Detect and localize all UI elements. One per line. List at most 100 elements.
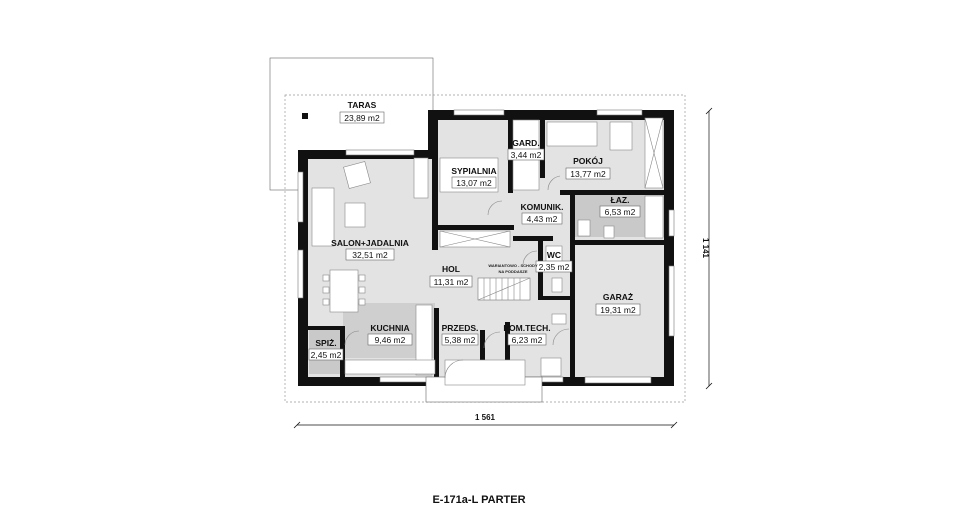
wall-bedroom-south: [432, 225, 514, 230]
entry-door-swing: [444, 359, 464, 379]
fireplace: [413, 157, 429, 199]
desk: [546, 121, 598, 147]
kitchen-counter: [415, 304, 433, 376]
wall-pantry-north: [305, 326, 342, 330]
window-salon-north: [345, 149, 415, 156]
wall-komunik-south: [513, 236, 553, 241]
svg-text:3,44 m2: 3,44 m2: [511, 150, 542, 160]
svg-text:PRZEDS.: PRZEDS.: [442, 323, 479, 333]
wall-east: [664, 110, 674, 386]
door-swing: [487, 200, 503, 216]
dining-chair: [322, 286, 330, 294]
window-garage: [668, 265, 675, 337]
svg-text:ŁAZ.: ŁAZ.: [611, 195, 630, 205]
tech-boiler: [540, 357, 562, 377]
door-swing: [547, 175, 561, 191]
dining-chair: [322, 274, 330, 282]
bath-toilet: [577, 219, 591, 237]
svg-text:5,38 m2: 5,38 m2: [445, 335, 476, 345]
dining-chair: [358, 274, 366, 282]
svg-text:TARAS: TARAS: [348, 100, 377, 110]
wardrobe-cross: [439, 230, 511, 248]
svg-text:2,35 m2: 2,35 m2: [539, 262, 570, 272]
window-kitchen-south: [379, 376, 433, 383]
wall-salon-bedroom: [432, 158, 438, 250]
svg-text:SYPIALNIA: SYPIALNIA: [451, 166, 496, 176]
stair-note-line2: NA PODDASZE: [499, 269, 528, 274]
window-salon-west: [297, 171, 304, 223]
dining-chair: [358, 286, 366, 294]
wall-bath-south: [570, 240, 666, 245]
room-przeds: PRZEDS. 5,38 m2: [442, 323, 479, 346]
kitchen-counter-south: [344, 359, 436, 375]
stairs: [477, 277, 531, 301]
bath-sink: [603, 225, 615, 239]
room-gard: GARD. 3,44 m2: [507, 138, 545, 161]
dimension-height: 1 141: [701, 107, 713, 390]
sofa: [311, 187, 335, 247]
svg-text:6,53 m2: 6,53 m2: [605, 207, 636, 217]
svg-text:11,31 m2: 11,31 m2: [434, 277, 469, 287]
wall-bedroom-west: [428, 110, 438, 158]
room-kuchnia: KUCHNIA 9,46 m2: [367, 323, 413, 346]
garage-door: [584, 376, 652, 384]
room-hol: HOL 11,31 m2: [429, 264, 473, 288]
roof-outline: [284, 94, 686, 403]
wall-garage-west: [570, 195, 575, 385]
room-sypialnia: SYPIALNIA 13,07 m2: [451, 166, 497, 189]
dimension-width-label: 1 561: [475, 413, 496, 422]
svg-text:KOMUNIK.: KOMUNIK.: [521, 202, 564, 212]
svg-text:9,46 m2: 9,46 m2: [375, 335, 406, 345]
entrance-porch: [444, 359, 526, 386]
room-spiz: SPIŻ. 2,45 m2: [308, 338, 344, 361]
room-garaz: GARAŻ 19,31 m2: [595, 292, 641, 316]
wc-toilet: [551, 277, 563, 293]
svg-text:SALON+JADALNIA: SALON+JADALNIA: [331, 238, 409, 248]
dining-table: [329, 269, 359, 313]
wall-tech-west: [505, 322, 510, 378]
wall-pokoj-south: [560, 190, 666, 195]
wall-przeds-west: [434, 308, 439, 378]
window-sypialnia: [453, 109, 505, 116]
room-salon-jadalnia: SALON+JADALNIA 32,51 m2: [331, 238, 409, 261]
svg-text:6,23 m2: 6,23 m2: [512, 335, 543, 345]
room-pokoj: POKÓJ 13,77 m2: [565, 155, 611, 180]
coffee-table: [344, 202, 366, 228]
svg-text:GARAŻ: GARAŻ: [603, 292, 633, 302]
wall-przeds-east: [480, 330, 485, 378]
svg-text:19,31 m2: 19,31 m2: [600, 305, 636, 315]
door-swing: [522, 250, 538, 266]
terrace-column: [302, 113, 308, 119]
svg-text:13,07 m2: 13,07 m2: [456, 178, 492, 188]
window-dining-west: [297, 249, 304, 299]
room-wc: WC 2,35 m2: [535, 250, 573, 273]
room-laz: ŁAZ. 6,53 m2: [599, 195, 641, 218]
svg-text:HOL: HOL: [442, 264, 460, 274]
bathtub: [644, 195, 664, 239]
stair-note-line1: WARIANTOWO - SCHODY: [488, 263, 538, 268]
tech-unit: [551, 313, 567, 325]
svg-text:SPIŻ.: SPIŻ.: [315, 338, 336, 348]
wall-north-bedrooms: [428, 110, 674, 120]
svg-text:4,43 m2: 4,43 m2: [527, 214, 558, 224]
dining-chair: [322, 298, 330, 306]
dimension-height-label: 1 141: [701, 238, 710, 259]
pokoj-chair: [609, 121, 633, 151]
door-swing: [483, 331, 501, 349]
wall-gard-east: [540, 118, 545, 178]
svg-text:2,45 m2: 2,45 m2: [311, 350, 342, 360]
dining-chair: [358, 298, 366, 306]
svg-text:23,89 m2: 23,89 m2: [344, 113, 380, 123]
svg-text:13,77 m2: 13,77 m2: [570, 169, 606, 179]
plan-caption: E-171a-L PARTER: [432, 494, 525, 506]
svg-text:POM.TECH.: POM.TECH.: [503, 323, 550, 333]
window-pokoj: [596, 109, 643, 116]
dimension-width: 1 561: [293, 413, 678, 429]
wall-wc-south: [538, 296, 572, 300]
room-komunik: KOMUNIK. 4,43 m2: [521, 202, 564, 225]
window-bath: [668, 209, 675, 237]
room-taras: TARAS 23,89 m2: [339, 100, 385, 124]
door-swing: [344, 330, 360, 346]
svg-text:WC: WC: [547, 250, 561, 260]
